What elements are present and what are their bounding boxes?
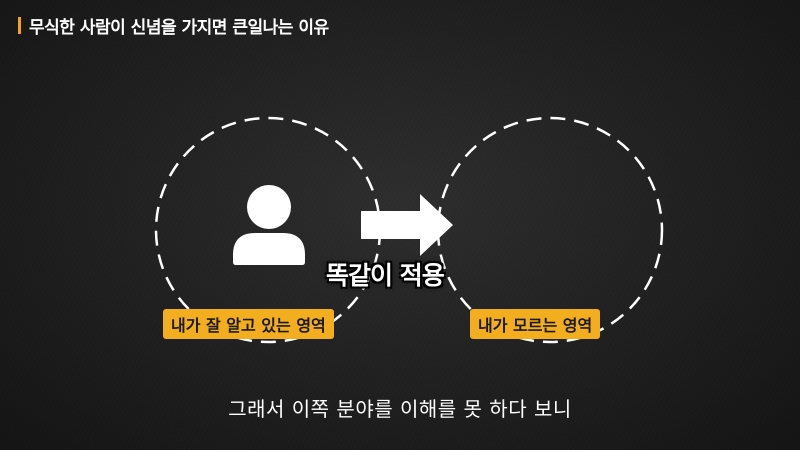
header: 무식한 사람이 신념을 가지면 큰일나는 이유 xyxy=(18,13,329,38)
arrow-right-icon xyxy=(361,194,453,256)
unknown-area-circle xyxy=(436,116,664,344)
title-accent-bar xyxy=(18,17,21,34)
page-title: 무식한 사람이 신념을 가지면 큰일나는 이유 xyxy=(29,18,329,38)
user-icon xyxy=(233,185,305,265)
subtitle-caption: 그래서 이쪽 분야를 이해를 못 하다 보니 xyxy=(228,397,572,421)
unknown-area-label: 내가 모르는 영역 xyxy=(470,309,601,339)
apply-equally-text: 똑같이 적용 xyxy=(326,261,445,290)
known-area-label: 내가 잘 알고 있는 영역 xyxy=(163,309,334,339)
